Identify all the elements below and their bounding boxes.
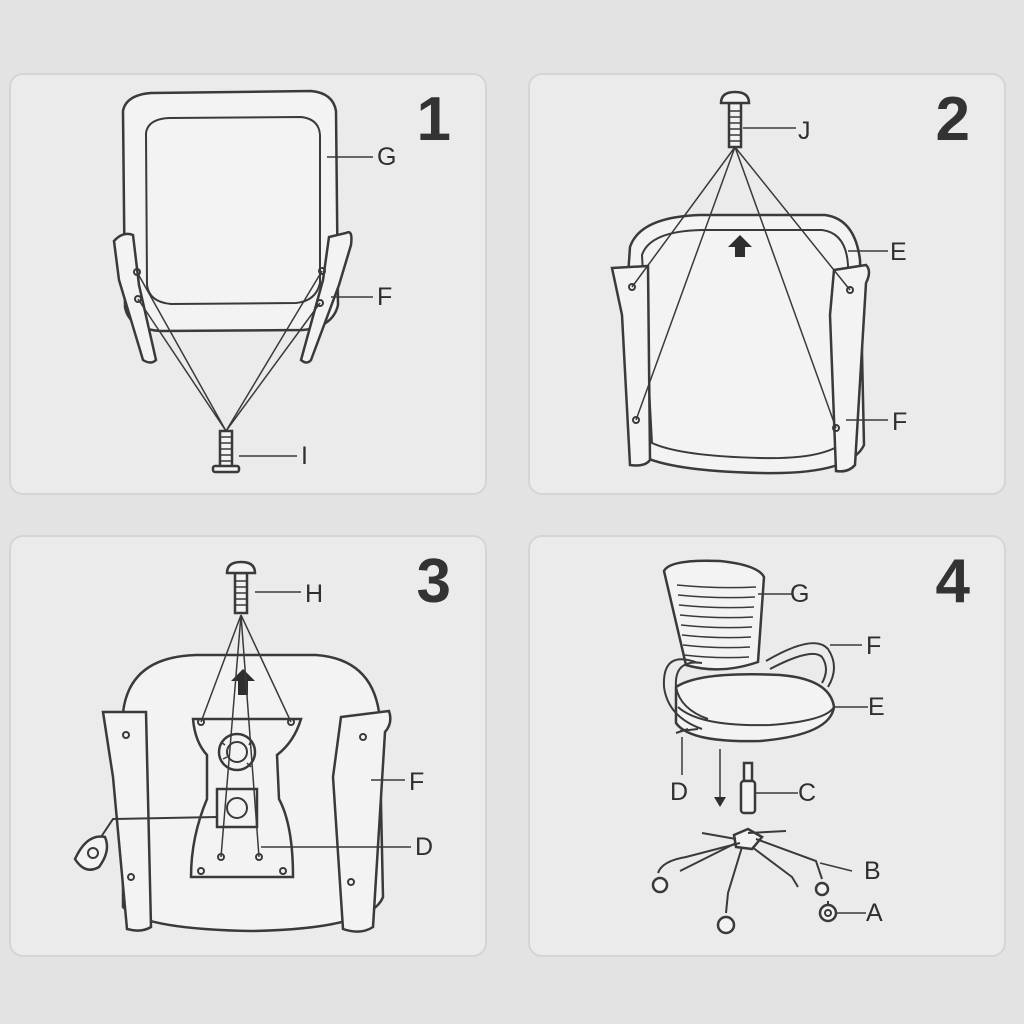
part-label-h: H bbox=[305, 580, 324, 608]
step-1-panel: 1 G F I bbox=[9, 73, 487, 495]
part-label-j: J bbox=[798, 117, 811, 145]
part-label-f: F bbox=[866, 632, 882, 660]
step-1-illustration bbox=[112, 89, 373, 474]
part-label-f: F bbox=[409, 768, 425, 796]
step-4-panel: 4 G F E D C B A bbox=[528, 535, 1006, 957]
part-label-g: G bbox=[377, 143, 397, 171]
part-label-b: B bbox=[864, 857, 881, 885]
part-label-e: E bbox=[890, 238, 907, 266]
step-number: 3 bbox=[416, 547, 451, 616]
step-number: 2 bbox=[935, 85, 970, 154]
part-label-f: F bbox=[892, 408, 908, 436]
part-label-c: C bbox=[798, 779, 817, 807]
part-label-a: A bbox=[866, 899, 883, 927]
part-label-d: D bbox=[670, 778, 689, 806]
step-3-illustration bbox=[73, 560, 411, 933]
step-4-illustration bbox=[651, 559, 868, 935]
part-label-f: F bbox=[377, 283, 393, 311]
step-3-panel: 3 H F D bbox=[9, 535, 487, 957]
part-label-g: G bbox=[790, 580, 810, 608]
part-label-d: D bbox=[415, 833, 434, 861]
step-number: 4 bbox=[935, 547, 970, 616]
step-2-panel: 2 J E F bbox=[528, 73, 1006, 495]
step-number: 1 bbox=[416, 85, 451, 154]
part-label-e: E bbox=[868, 693, 885, 721]
part-label-i: I bbox=[301, 442, 308, 470]
step-2-illustration bbox=[610, 90, 888, 475]
